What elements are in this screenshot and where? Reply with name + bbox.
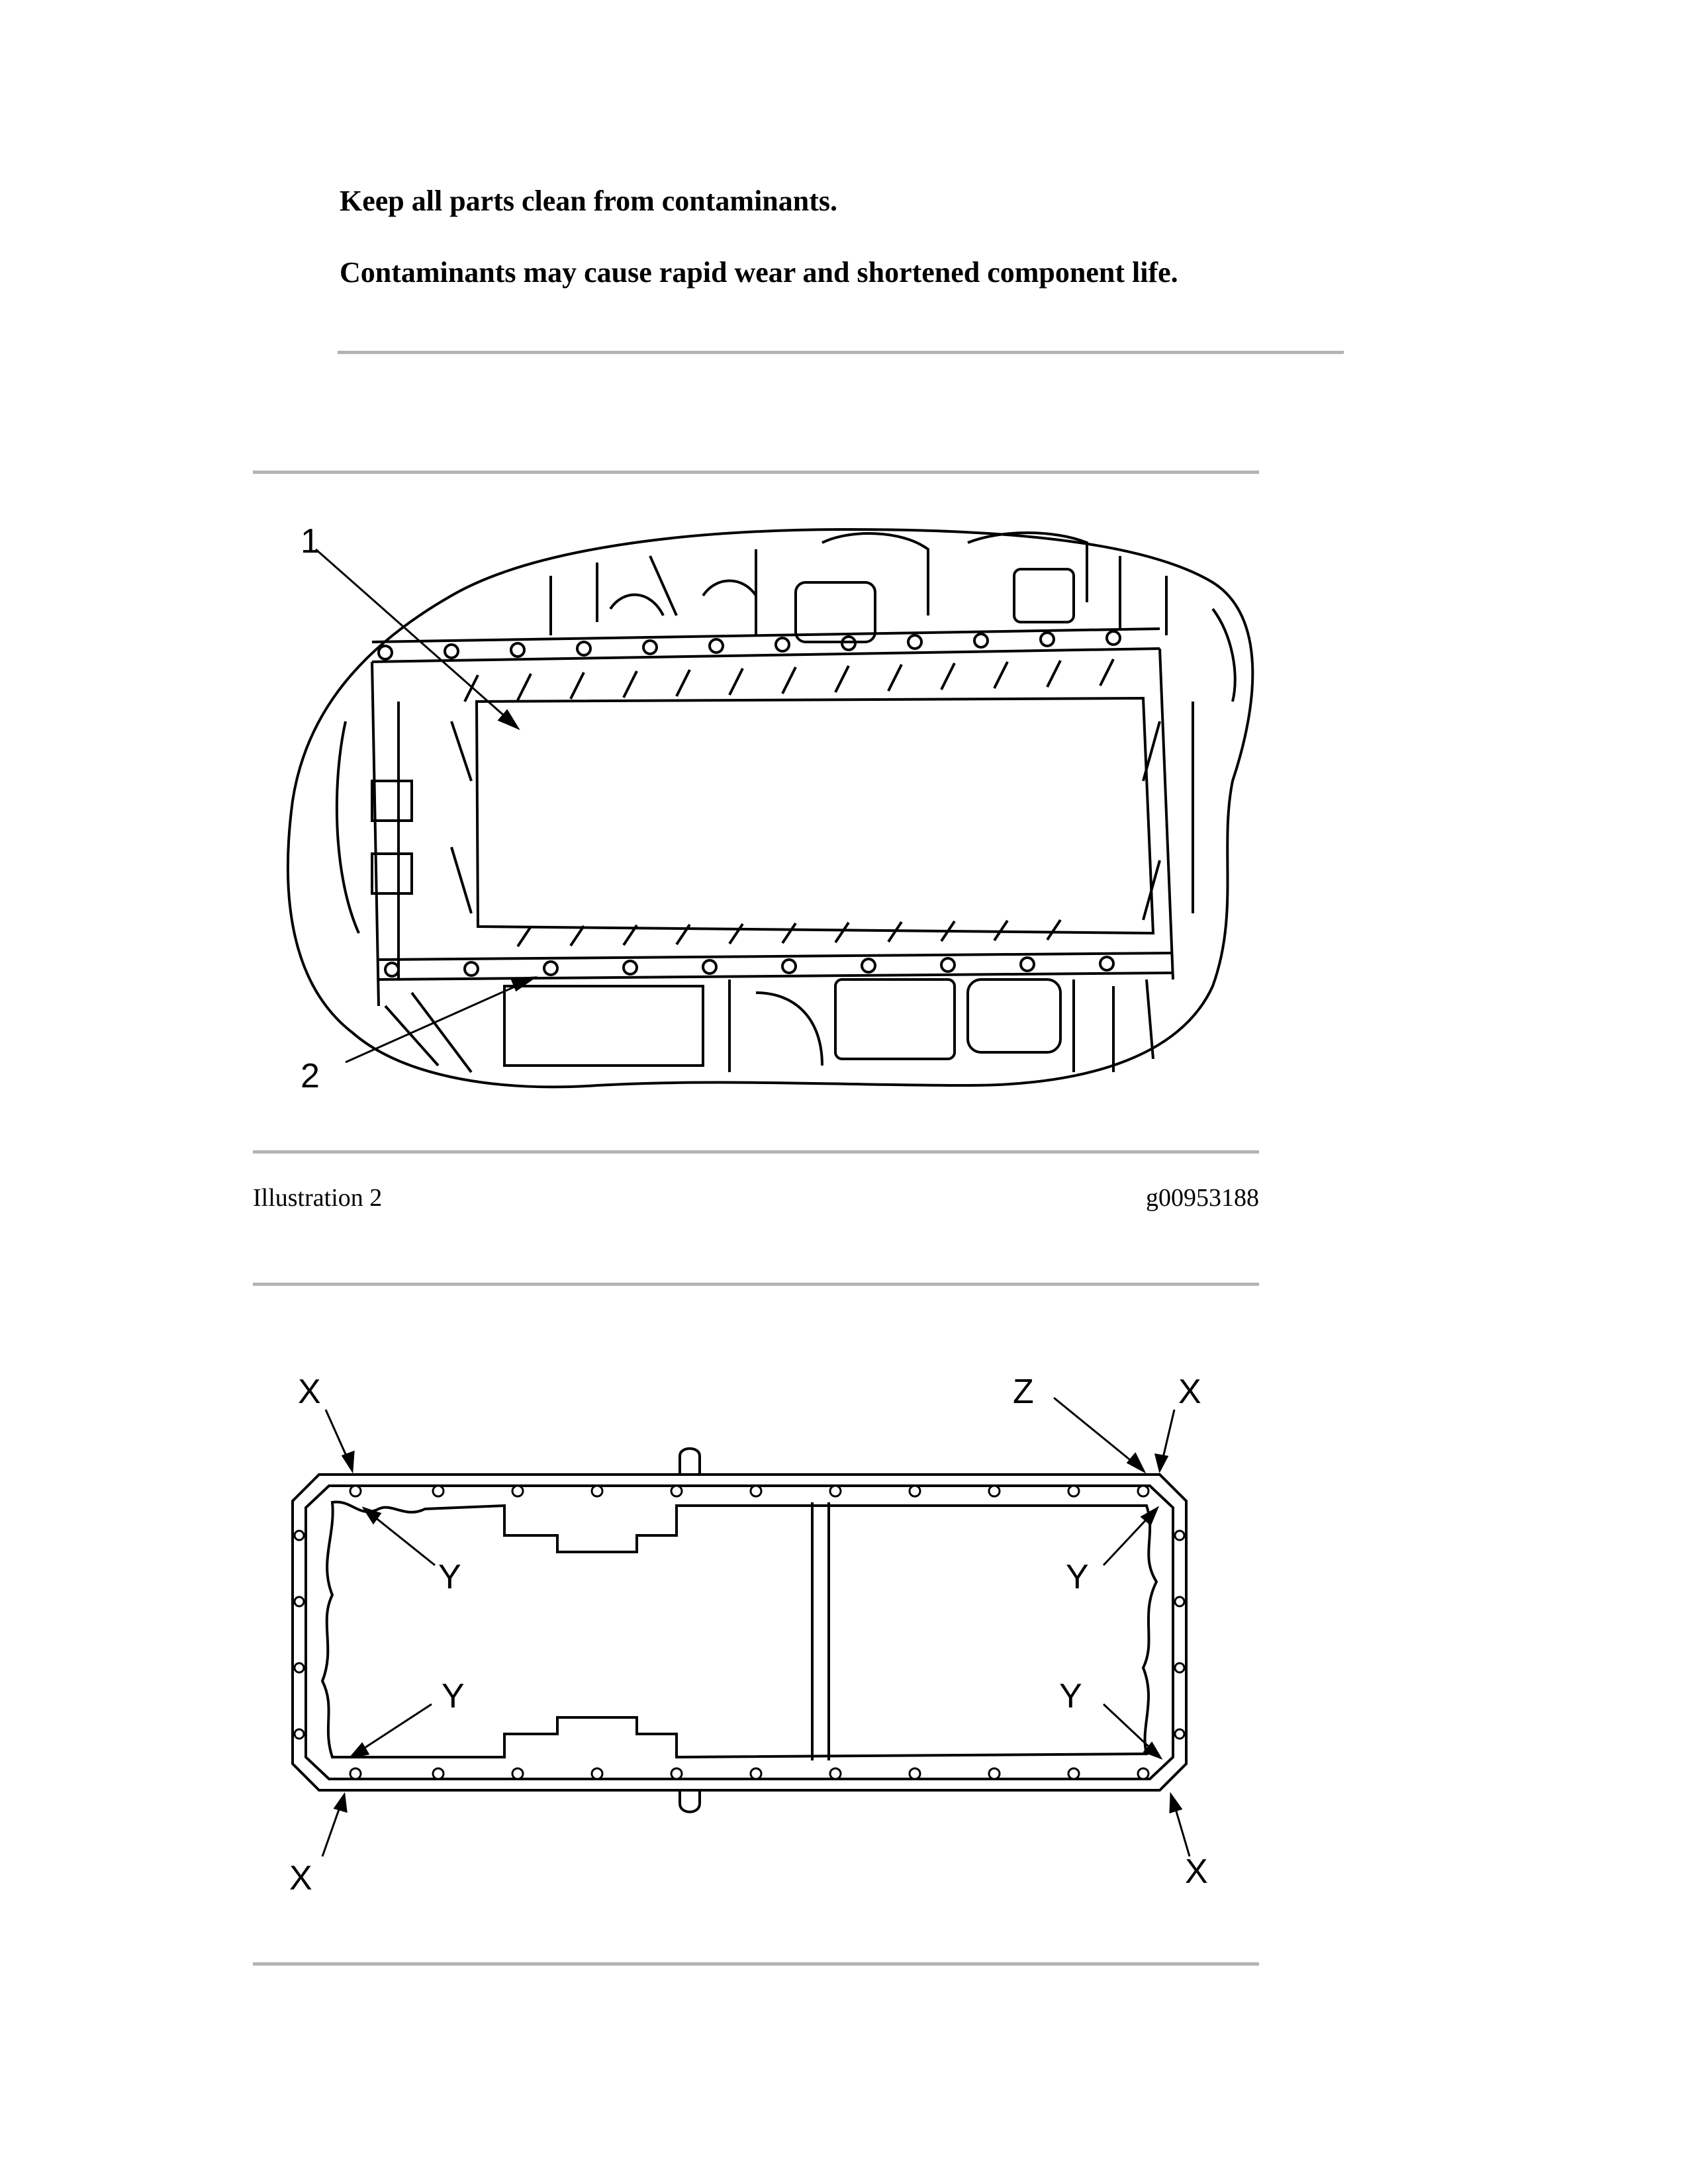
notice-line-2: Contaminants may cause rapid wear and sh… [340, 256, 1178, 289]
figure2-bottom-rule [253, 1962, 1259, 1966]
illustration-caption: Illustration 2 [253, 1184, 383, 1212]
notice-divider [338, 351, 1344, 354]
oil-pan-bolt-pattern-diagram: X Z X Y Y Y Y X X [289, 1373, 1208, 1897]
callout-1: 1 [301, 522, 320, 561]
callout-2: 2 [301, 1057, 320, 1095]
graphic-id: g00953188 [1146, 1184, 1259, 1212]
label-x-bottom-right: X [1185, 1852, 1208, 1891]
notice-line-1: Keep all parts clean from contaminants. [340, 185, 838, 217]
label-z: Z [1013, 1373, 1034, 1411]
label-x-top-right: X [1178, 1373, 1201, 1411]
label-y-lower-left: Y [442, 1677, 465, 1715]
label-y-lower-right: Y [1059, 1677, 1082, 1715]
label-y-upper-right: Y [1066, 1558, 1089, 1596]
label-x-bottom-left: X [289, 1859, 312, 1897]
label-x-top-left: X [298, 1373, 321, 1411]
figure1-top-rule [253, 471, 1259, 474]
figure1-bottom-rule [253, 1150, 1259, 1154]
figure2-top-rule [253, 1283, 1259, 1286]
engine-oil-pan-illustration: 1 2 [286, 522, 1254, 1095]
label-y-upper-left: Y [438, 1558, 461, 1596]
